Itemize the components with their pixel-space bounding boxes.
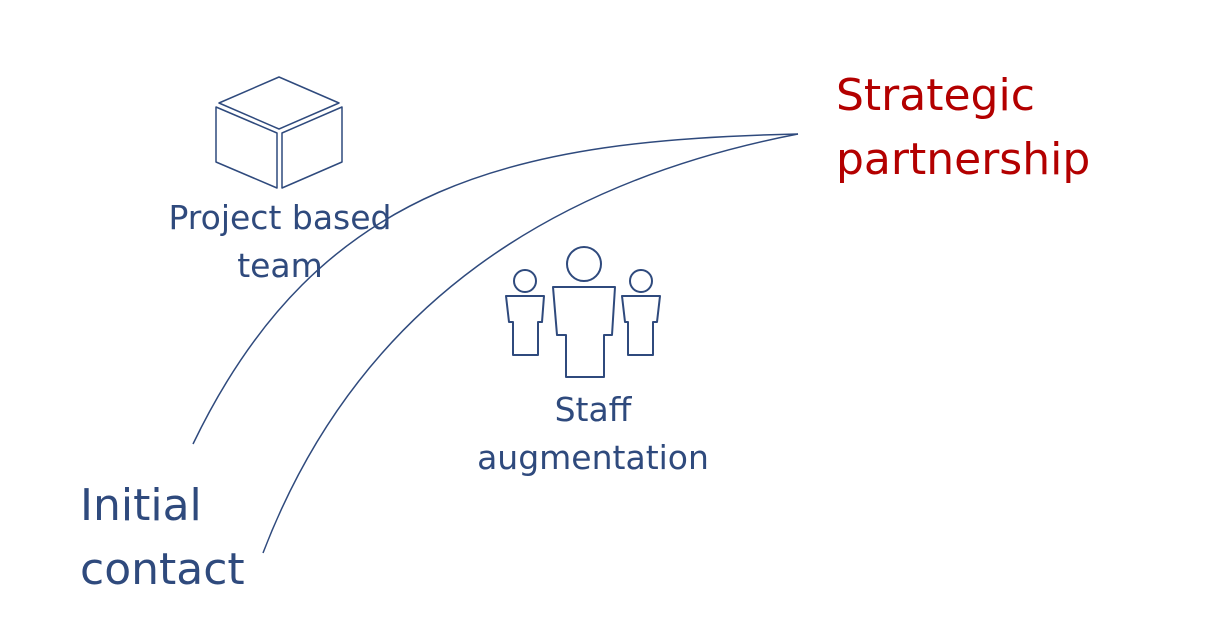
person-left-head [513,269,537,293]
strategic-partnership-label: Strategic partnership [836,64,1090,192]
person-left-body [505,295,545,356]
people-group-icon [505,246,661,378]
upper-path-curve [192,133,799,445]
initial-contact-label: Initial contact [80,474,245,602]
staff-augmentation-line-1: Staff [554,390,632,429]
lower-path-curve [262,133,799,554]
initial-contact-line-2: contact [80,544,245,595]
person-right-body [621,295,661,356]
person-center-head [566,246,602,282]
project-based-team-line-1: Project based [168,198,392,237]
initial-contact-line-1: Initial [80,480,202,531]
cube-icon [215,76,343,189]
strategic-partnership-line-2: partnership [836,134,1091,185]
person-right-head [629,269,653,293]
strategic-partnership-line-1: Strategic [836,70,1035,121]
project-based-team-line-2: team [237,246,323,285]
project-based-team-label: Project based team [150,194,410,290]
staff-augmentation-line-2: augmentation [477,438,709,477]
staff-augmentation-label: Staff augmentation [462,386,724,482]
person-center-body [552,286,616,378]
